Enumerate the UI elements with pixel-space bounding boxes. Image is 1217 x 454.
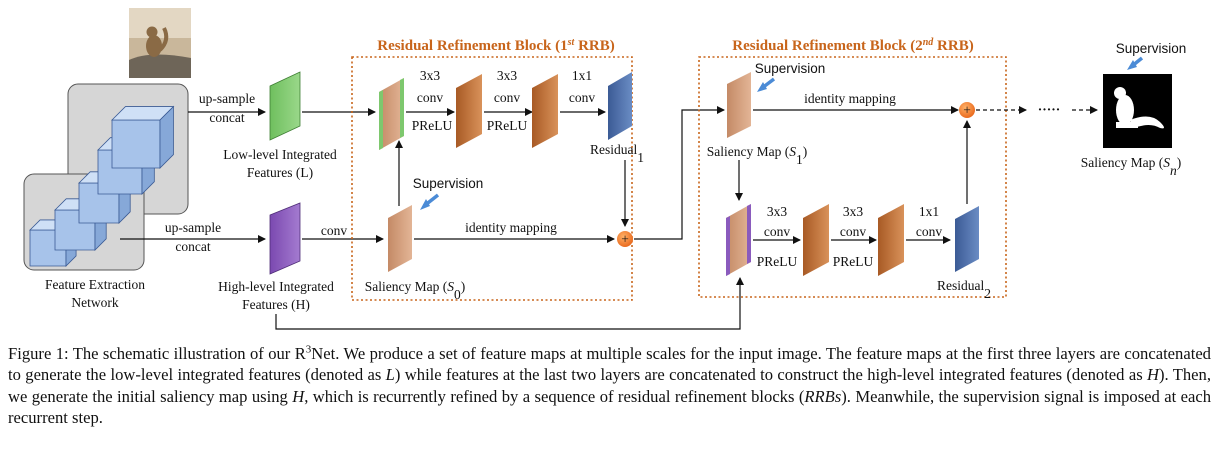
low-op-upsample: up-sample — [199, 91, 255, 106]
rrb-1-conv1-op: conv — [417, 90, 443, 105]
ellipsis-dots: ····· — [1038, 102, 1061, 117]
rrb-2-border — [698, 56, 1007, 298]
low-level-feature-map — [269, 71, 301, 141]
high-level-label-1: High-level Integrated — [218, 279, 334, 294]
low-level-label-1: Low-level Integrated — [223, 147, 337, 162]
rrb-2-residual-label: Residual2 — [937, 278, 991, 301]
caption-text-3: ) while features at the last two layers … — [394, 365, 1148, 385]
high-op-upsample: up-sample — [165, 220, 221, 235]
rrb-1-conv3-size: 1x1 — [572, 68, 592, 83]
rrb-2-conv2-size: 3x3 — [843, 204, 864, 219]
caption-text-1: The schematic illustration of our R — [68, 344, 306, 363]
final-supervision-arrow-icon — [1127, 60, 1137, 70]
rrb-1-conv2-op: conv — [494, 90, 520, 105]
caption-var-h-2: H — [292, 386, 305, 406]
rrb-1-saliency-map-s0 — [388, 205, 412, 272]
low-level-branch: up-sample concat Low-level Integrated Fe… — [188, 71, 376, 180]
rrb-2-supervision-arrow-icon — [757, 82, 767, 92]
rrb-2-residual-map — [955, 206, 979, 272]
low-op-concat: concat — [209, 110, 244, 125]
caption-label: Figure 1: — [8, 344, 69, 363]
encoder-cube-face — [159, 105, 174, 169]
rrb-2-conv-block-1 — [803, 204, 829, 276]
rrb-2-conv1-size: 3x3 — [767, 204, 788, 219]
caption-sup: 3 — [305, 343, 312, 356]
rrb-2-conv3-op: conv — [916, 224, 942, 239]
input-image — [129, 8, 191, 78]
rrb-2-supervision: Supervision — [755, 61, 826, 76]
high-op-concat: concat — [175, 239, 210, 254]
rrb-2-prelu-1: PReLU — [757, 254, 798, 269]
caption-var-h: H — [1147, 365, 1159, 385]
low-level-label-2: Features (L) — [247, 165, 313, 180]
rrb-2-saliency-label: Saliency Map (S1) — [707, 144, 807, 167]
final-saliency-silhouette — [1114, 87, 1164, 129]
final-saliency-label: Saliency Map (Sn) — [1081, 155, 1181, 178]
caption-text-4: ). Then, we generate the initial salienc… — [8, 365, 1211, 406]
r3net-diagram: Feature Extraction Network up-sample con… — [23, 8, 1186, 330]
figure-caption: Figure 1: The schematic illustration of … — [8, 343, 1211, 429]
rrb-1-conv2-size: 3x3 — [497, 68, 518, 83]
caption-text-2: Net. We produce a set of feature maps at… — [8, 344, 1211, 385]
rrb-1-residual-label: Residual1 — [590, 142, 644, 165]
caption-var-l: L — [385, 365, 395, 385]
rrb-2: Residual Refinement Block (2nd RRB) Supe… — [698, 37, 1007, 301]
rrb-2-title: Residual Refinement Block (2nd RRB) — [732, 37, 973, 55]
caption-text-5: , which is recurrently refined by a sequ… — [304, 386, 805, 406]
feature-extraction-network: Feature Extraction Network — [23, 83, 189, 310]
encoder-label-2: Network — [71, 295, 118, 310]
rrb-2-concat-block — [726, 204, 751, 276]
rrb-2-prelu-2: PReLU — [833, 254, 874, 269]
encoder-cube-face — [111, 119, 161, 169]
high-level-branch: up-sample concat High-level Integrated F… — [120, 202, 744, 330]
rrb-1-plus-sign: + — [621, 232, 629, 247]
high-conv-label: conv — [321, 223, 347, 238]
encoder-cubes — [29, 105, 175, 267]
rrb-2-identity-mapping: identity mapping — [804, 91, 896, 106]
rrb-2-plus-sign: + — [963, 103, 971, 118]
rrb-1-saliency-label: Saliency Map (S0) — [365, 279, 465, 302]
rrb-1-plus — [617, 231, 633, 247]
rrb-1-identity-mapping: identity mapping — [465, 220, 557, 235]
high-level-feature-map — [269, 202, 301, 275]
rrb-2-plus — [959, 102, 975, 118]
rrb-1-supervision: Supervision — [413, 176, 484, 191]
rrb-2-conv2-op: conv — [840, 224, 866, 239]
rrb-1-conv3-op: conv — [569, 90, 595, 105]
rrb-2-saliency-map-s1 — [727, 72, 751, 138]
caption-rrbs: RRBs — [804, 386, 842, 406]
rrb-1-conv-block-2 — [532, 74, 558, 148]
rrb-1-to-rrb-2-connector — [634, 106, 725, 240]
final-saliency-image — [1103, 74, 1172, 148]
rrb-1-title: Residual Refinement Block (1st RRB) — [377, 37, 615, 55]
final-supervision: Supervision — [1116, 41, 1187, 56]
rrb-1-prelu-1: PReLU — [412, 118, 453, 133]
high-skip-connection — [275, 277, 744, 330]
rrb-2-conv-block-2 — [878, 204, 904, 276]
rrb-1-conv-block-1 — [456, 74, 482, 148]
rrb-1-conv1-size: 3x3 — [420, 68, 441, 83]
rrb-2-conv1-op: conv — [764, 224, 790, 239]
caption-text-6: ). Meanwhile, the supervision signal is … — [8, 386, 1211, 428]
rrb-1-residual-map — [608, 72, 632, 140]
final-output: ····· Supervision Saliency Map (Sn) — [976, 41, 1186, 178]
rrb-1-concat-block — [379, 78, 404, 150]
rrb-2-conv3-size: 1x1 — [919, 204, 939, 219]
rrb-1-border — [351, 56, 633, 301]
encoder-label-1: Feature Extraction — [45, 277, 145, 292]
rrb-1: Residual Refinement Block (1st RRB) 3x3 … — [351, 37, 644, 302]
high-level-label-2: Features (H) — [242, 297, 310, 312]
rrb-1-prelu-2: PReLU — [487, 118, 528, 133]
